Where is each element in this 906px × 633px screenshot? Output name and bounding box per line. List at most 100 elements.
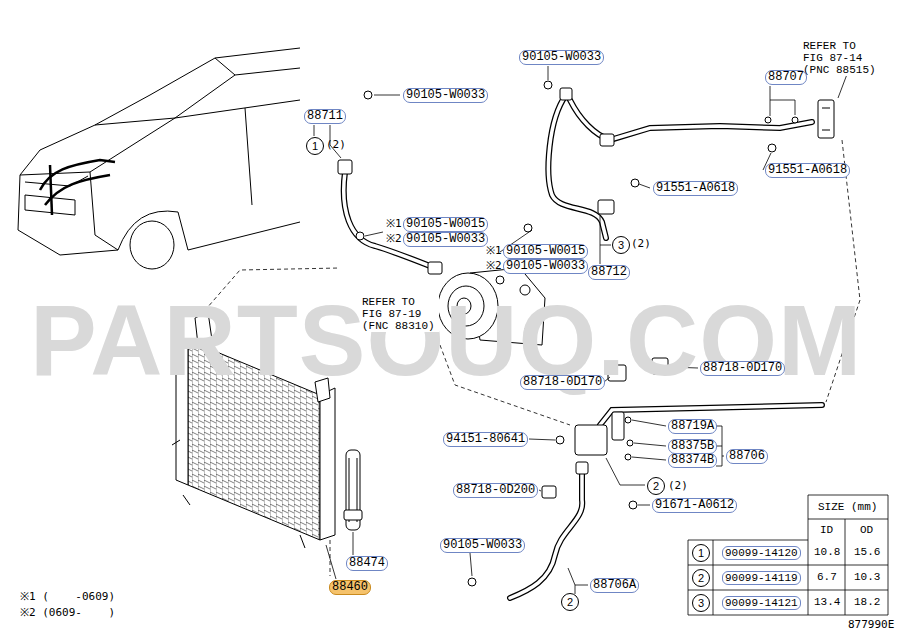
leader-line	[639, 184, 650, 188]
part-number: 88374B	[668, 453, 717, 468]
fittings	[598, 200, 614, 214]
table-cell: 10.8	[814, 546, 840, 558]
engine-bay-piping	[40, 160, 115, 215]
leader-line	[770, 86, 795, 116]
size-table-grid	[688, 519, 888, 615]
engine-bay-piping	[45, 175, 110, 205]
part-number: 88711	[304, 109, 346, 124]
part-number: 91551-A0618	[653, 181, 738, 196]
table-cell: ID	[820, 524, 833, 536]
part-number: 91551-A0618	[765, 163, 850, 178]
part-number: 88706A	[590, 578, 639, 593]
table-part-number: 90099-14120	[722, 546, 801, 560]
reference-note: REFER TO FIG 87-19 (FNC 88310)	[362, 296, 439, 332]
callout-circle: 3	[692, 594, 710, 612]
fittings	[631, 179, 639, 187]
leader-line	[529, 439, 555, 440]
car-outline	[175, 100, 300, 118]
part-number: 88474	[346, 556, 388, 571]
part-number: 88718-0D200	[453, 483, 538, 498]
table-part-number: 90099-14121	[722, 596, 801, 610]
part-number: 88718-0D170	[520, 375, 605, 390]
table-part-number: 90099-14119	[722, 571, 801, 585]
expansion-valve	[818, 100, 834, 138]
condenser	[172, 440, 305, 548]
car-outline	[90, 172, 118, 250]
note-text: (2)	[668, 480, 688, 492]
callout-circle: 2	[692, 569, 710, 587]
leader-line	[374, 95, 400, 96]
callout-number: 1	[312, 138, 318, 154]
part-number: 90105-W0033	[440, 538, 525, 553]
note-text: (2)	[326, 139, 346, 151]
engine-bay-piping	[50, 165, 52, 215]
note-text: ※2	[486, 260, 502, 272]
fittings	[428, 262, 442, 274]
pipe-inner	[549, 95, 606, 238]
callout-circle: 2	[561, 593, 579, 611]
part-number: 88712	[588, 265, 630, 280]
note-text: ※2 (0609- )	[20, 607, 115, 619]
part-number: 88718-0D170	[700, 361, 785, 376]
leader-line	[632, 420, 666, 460]
leader-line	[606, 458, 645, 485]
fittings	[364, 91, 372, 99]
size-table-grid	[688, 495, 888, 615]
car-outline	[188, 222, 300, 250]
table-cell: 13.4	[814, 596, 840, 608]
callout-circle: 1	[306, 137, 324, 155]
leader-line	[548, 66, 549, 80]
fittings	[575, 425, 607, 455]
fittings	[600, 134, 614, 146]
part-number: 90105-W0033	[403, 232, 488, 247]
fittings	[612, 412, 624, 440]
leader-line	[716, 426, 724, 466]
expansion-valve	[822, 108, 830, 130]
leader-line	[568, 568, 588, 594]
fittings	[542, 486, 556, 498]
note-text: ※1	[386, 218, 402, 230]
note-text: ※1	[486, 245, 502, 257]
receiver-tank	[344, 450, 362, 530]
note-text: (2)	[631, 238, 651, 250]
fittings	[468, 578, 476, 586]
fittings	[792, 117, 798, 123]
note-text: 877990E	[848, 619, 894, 631]
table-cell: SIZE (mm)	[818, 501, 877, 513]
car-outline	[118, 211, 188, 250]
leader-line	[365, 232, 383, 236]
receiver-tank	[344, 510, 362, 520]
fittings	[627, 440, 633, 446]
size-table-grid	[688, 495, 888, 615]
callout-number: 3	[698, 595, 704, 611]
expansion-valve	[818, 100, 834, 138]
fittings	[356, 232, 364, 240]
part-number: 91671-A0612	[652, 498, 737, 513]
callout-number: 2	[653, 478, 659, 494]
callout-number: 1	[698, 545, 704, 561]
fittings	[576, 462, 588, 474]
condenser	[320, 388, 335, 540]
callout-circle: 1	[692, 544, 710, 562]
part-number: 88375B	[668, 439, 717, 454]
table-cell: 18.2	[854, 596, 880, 608]
leader-line	[539, 490, 541, 491]
callout-number: 2	[698, 570, 704, 586]
car-outline	[95, 58, 235, 125]
table-cell: 15.6	[854, 546, 880, 558]
fittings	[765, 117, 771, 123]
leader-line	[470, 553, 472, 576]
car-outline	[130, 221, 174, 269]
fittings	[544, 81, 552, 89]
part-number: 88460	[329, 580, 371, 595]
car-outline	[245, 108, 252, 205]
compressor	[496, 276, 504, 284]
fittings	[338, 160, 352, 174]
car-outline	[20, 48, 300, 175]
part-number: 90105-W0033	[503, 259, 588, 274]
part-number: 90105-W0033	[519, 50, 604, 65]
part-number: 90105-W0015	[503, 244, 588, 259]
part-number: 94151-80641	[443, 432, 528, 447]
part-number: 90105-W0015	[403, 217, 488, 232]
